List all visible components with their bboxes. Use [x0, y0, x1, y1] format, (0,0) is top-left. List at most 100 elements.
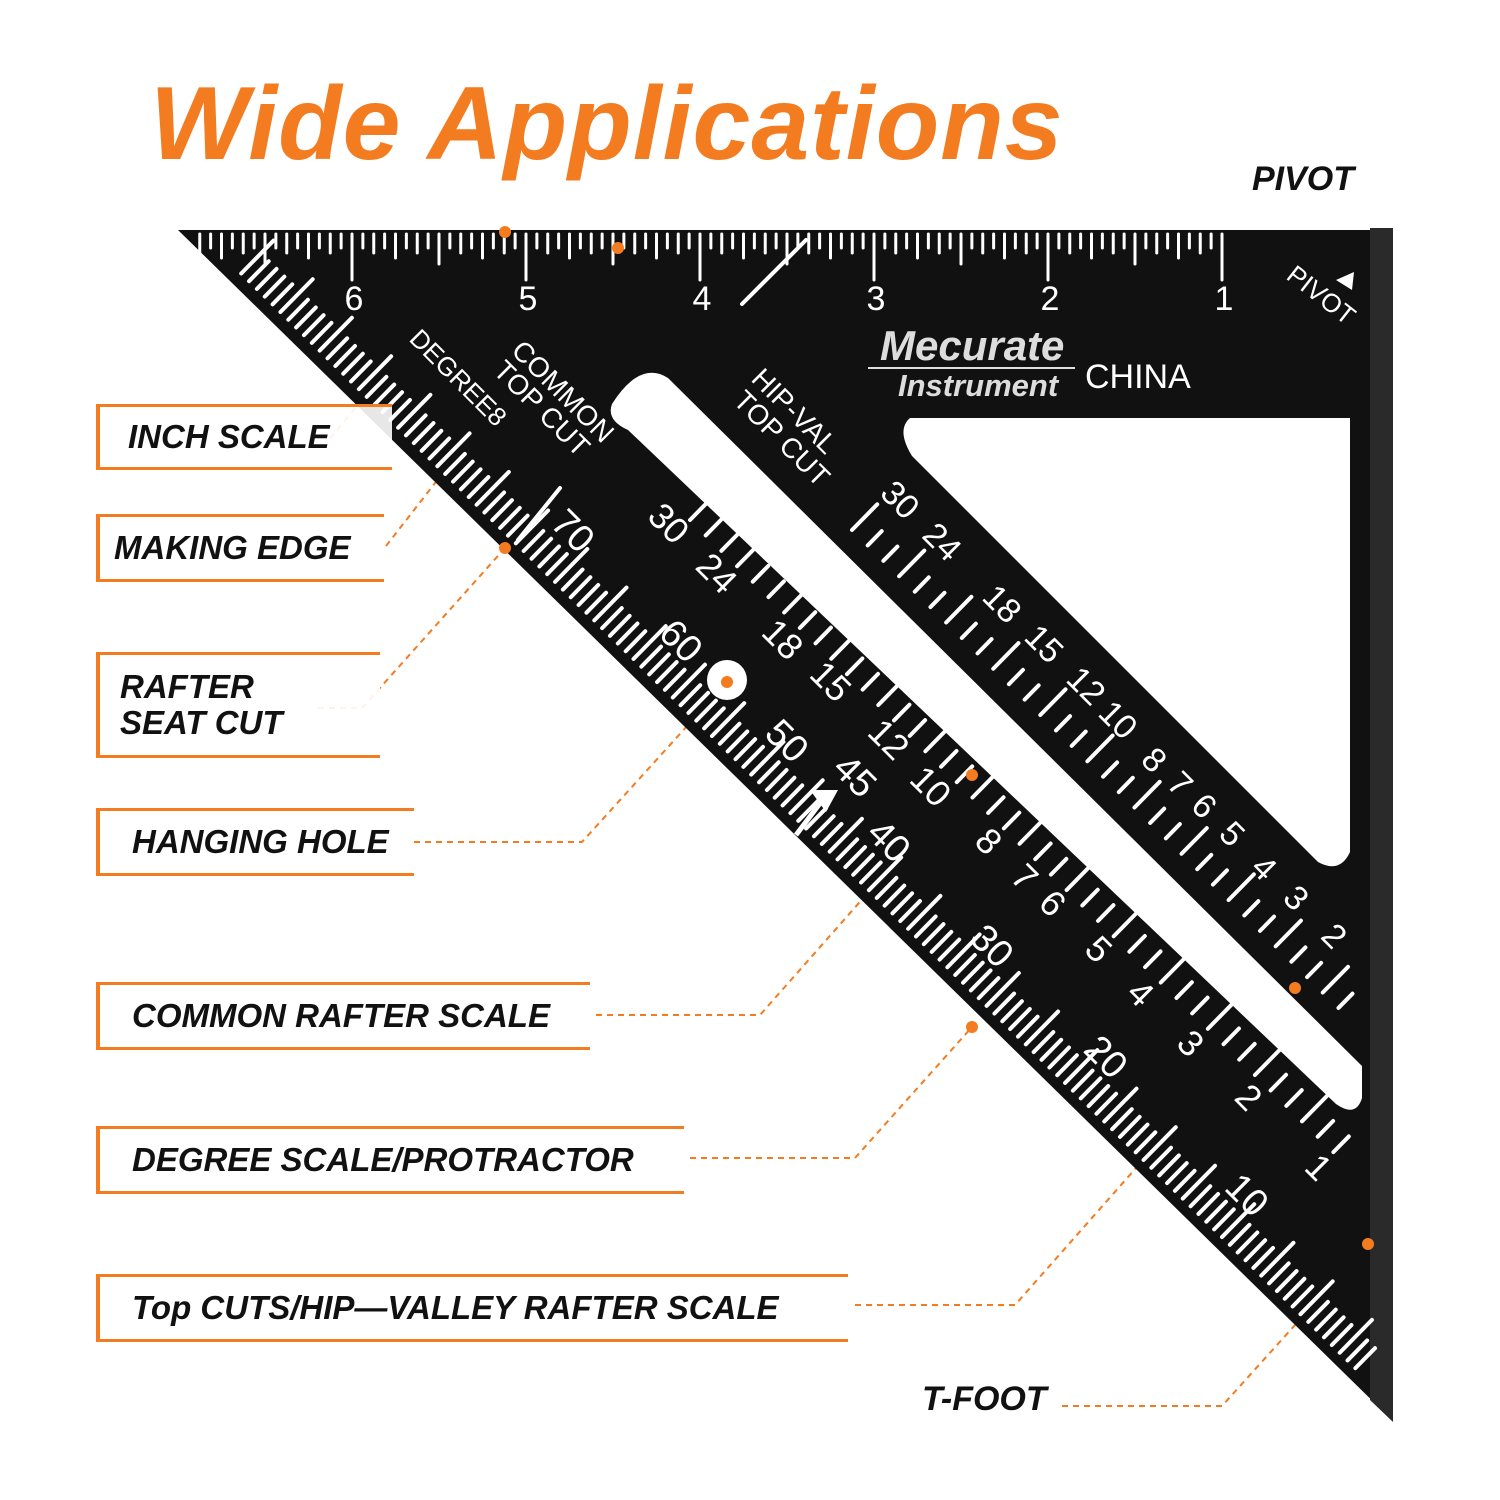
- edge-tick: [294, 305, 318, 330]
- edge-tick: [874, 875, 899, 900]
- edge-tick: [1070, 1068, 1095, 1093]
- edge-tick: [262, 274, 287, 299]
- hip-tick: [1085, 733, 1115, 764]
- edge-tick: [349, 359, 373, 384]
- rafter-tick: [1284, 1088, 1304, 1108]
- rafter-tick: [1221, 1026, 1241, 1047]
- rafter-tick: [688, 489, 721, 522]
- rafter-tick: [1190, 995, 1210, 1016]
- edge-tick: [419, 428, 444, 453]
- edge-tick: [458, 467, 483, 492]
- rafter-tick: [844, 656, 865, 677]
- edge-tick: [623, 629, 648, 654]
- leader-line: [690, 1026, 973, 1159]
- edge-tick: [466, 475, 491, 500]
- edge-tick: [749, 739, 786, 777]
- edge-tick: [443, 451, 467, 476]
- callout-label: COMMON RAFTER SCALE: [132, 997, 550, 1035]
- edge-tick: [827, 816, 864, 854]
- edge-tick: [1251, 1245, 1276, 1270]
- rafter-tick: [703, 517, 724, 538]
- hip-tick: [1148, 806, 1167, 825]
- degree-pointer-stem: [794, 796, 826, 837]
- edge-tick: [356, 354, 394, 392]
- edge-tick: [843, 845, 867, 870]
- rafter-tick: [1080, 887, 1100, 908]
- hip-tick: [912, 575, 931, 594]
- edge-tick: [553, 547, 590, 584]
- edge-tick: [1000, 999, 1024, 1024]
- callout-label: INCH SCALE: [128, 418, 330, 456]
- callout-common-rafter-scale: COMMON RAFTER SCALE: [96, 982, 590, 1050]
- hip-tick: [897, 548, 927, 579]
- hip-tick: [928, 590, 947, 610]
- edge-tick: [529, 536, 554, 561]
- hip-tick: [1116, 775, 1135, 795]
- rafter-tick: [735, 535, 768, 569]
- edge-tick: [317, 315, 354, 353]
- edge-tick: [1086, 1084, 1111, 1109]
- pivot-label: PIVOT: [1252, 160, 1355, 198]
- edge-tick: [1282, 1276, 1307, 1301]
- edge-tick: [607, 613, 632, 638]
- rafter-tick: [1315, 1119, 1336, 1139]
- edge-tick: [1290, 1284, 1315, 1309]
- edge-tick: [678, 683, 703, 708]
- edge-tick: [247, 259, 271, 284]
- rafter-tick: [876, 674, 909, 708]
- callout-making-edge: MAKING EDGE: [96, 514, 384, 582]
- edge-tick: [325, 336, 350, 361]
- edge-tick: [819, 821, 844, 846]
- rafter-tick: [1174, 980, 1194, 1000]
- edge-tick: [301, 313, 326, 338]
- rafter-tick: [1017, 813, 1050, 846]
- edge-tick: [662, 667, 687, 692]
- hip-tick: [959, 621, 978, 640]
- edge-tick: [655, 660, 679, 685]
- edge-tick: [521, 529, 546, 554]
- edge-tick: [866, 855, 904, 893]
- edge-tick: [403, 413, 428, 438]
- rafter-tick: [1096, 903, 1116, 923]
- origin-label: CHINA: [1085, 358, 1191, 396]
- edge-tick: [435, 431, 472, 469]
- callout-rafter-seat-cut: RAFTER SEAT CUT: [96, 652, 380, 758]
- leader-line: [1062, 1243, 1369, 1407]
- rafter-tick: [829, 628, 862, 661]
- edge-tick: [1172, 1168, 1197, 1193]
- edge-tick: [1345, 1338, 1370, 1363]
- rafter-tick: [1001, 810, 1022, 831]
- edge-tick: [733, 737, 758, 762]
- edge-tick: [953, 953, 977, 977]
- hip-tick: [1069, 729, 1088, 748]
- rafter-tick: [750, 563, 771, 584]
- leader-dot: [966, 1021, 978, 1033]
- rafter-tick: [1111, 905, 1144, 939]
- edge-tick: [945, 932, 982, 970]
- edge-tick: [1023, 1009, 1061, 1047]
- rafter-tick: [1205, 998, 1238, 1031]
- rafter-tick: [986, 795, 1006, 815]
- edge-tick: [1196, 1191, 1221, 1216]
- edge-tick: [1031, 1030, 1056, 1055]
- edge-tick: [1055, 1053, 1079, 1078]
- edge-tick: [709, 701, 747, 739]
- callout-top-cuts-hip-valley: Top CUTS/HIP—VALLEY RAFTER SCALE: [96, 1274, 848, 1342]
- hip-tick: [1320, 964, 1351, 995]
- leader-dots: [499, 226, 1374, 1250]
- marking-line: [516, 486, 562, 542]
- hip-tick: [881, 544, 900, 563]
- edge-tick: [1188, 1184, 1213, 1209]
- callout-label-line2: SEAT CUT: [120, 704, 283, 741]
- hip-tick: [944, 594, 974, 625]
- edge-tick: [1102, 1086, 1139, 1124]
- edge-tick: [333, 344, 357, 368]
- hip-tick: [1163, 822, 1182, 841]
- rafter-tick: [1158, 951, 1191, 985]
- tfoot-label: T-FOOT: [922, 1380, 1047, 1418]
- edge-tick: [1094, 1091, 1119, 1116]
- callout-hanging-hole: HANGING HOLE: [96, 808, 414, 876]
- edge-tick: [780, 783, 805, 808]
- edge-tick: [1125, 1122, 1150, 1147]
